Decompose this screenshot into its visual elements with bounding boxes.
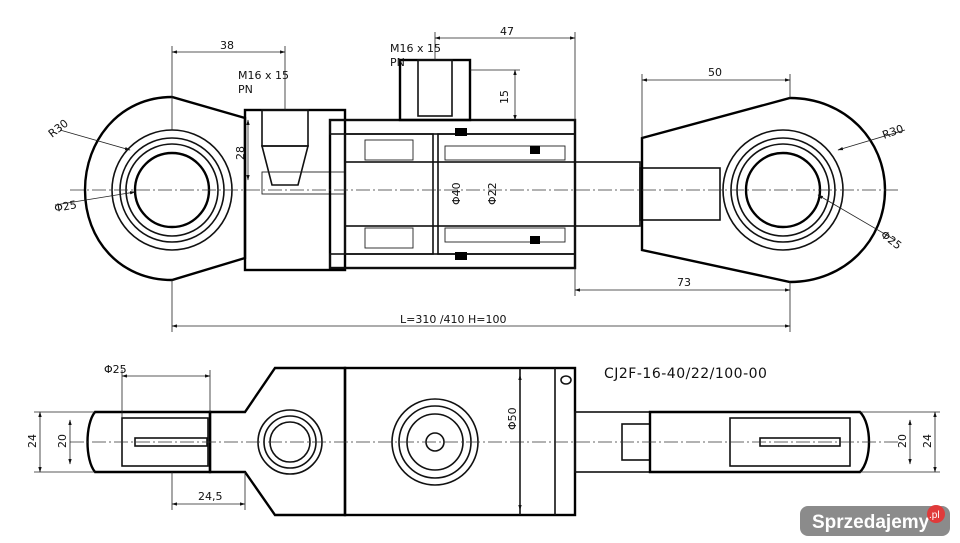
top-port-boss xyxy=(398,58,472,122)
watermark-brand: Sprzedajemy xyxy=(812,512,930,533)
watermark-suffix: .pl xyxy=(929,510,940,521)
piston xyxy=(344,133,434,255)
right-eye-diameter-label: Φ25 xyxy=(878,228,904,252)
dim-47-label: 47 xyxy=(500,25,514,38)
bottom-plan-view: Φ25 Φ50 24 20 20 24 24,5 CJ2F-16-40/22/1… xyxy=(26,363,940,517)
right-radius-label: R30 xyxy=(881,122,906,142)
top-port-thread-label: M16 x 15 xyxy=(390,42,441,55)
bottom-barrel xyxy=(343,366,577,517)
right-width-24-label: 24 xyxy=(921,434,934,448)
left-radius-label: R30 xyxy=(46,117,71,141)
rod-diameter-label: Φ22 xyxy=(486,182,499,205)
bottom-eye-diameter-label: Φ25 xyxy=(104,363,127,376)
gland xyxy=(437,133,576,255)
right-width-20-label: 20 xyxy=(896,434,909,448)
dim-15-label: 15 xyxy=(498,90,511,104)
watermark: Sprzedajemy .pl xyxy=(800,505,950,536)
bottom-rear-cap xyxy=(208,366,347,517)
left-eye-diameter-label: Φ25 xyxy=(53,198,78,215)
top-section-view: 38 47 50 73 15 28 M16 x 15 PN M16 x 15 P… xyxy=(46,25,906,332)
dim-24-5-label: 24,5 xyxy=(198,490,223,503)
dim-38-label: 38 xyxy=(220,39,234,52)
overall-length-label: L=310 /410 H=100 xyxy=(400,313,507,326)
dim-28-label: 28 xyxy=(234,146,247,160)
dim-73-label: 73 xyxy=(677,276,691,289)
left-width-24-label: 24 xyxy=(26,434,39,448)
piston-diameter-label: Φ40 xyxy=(450,182,463,205)
barrel-diameter-label: Φ50 xyxy=(506,407,519,430)
left-port-thread-label: M16 x 15 xyxy=(238,69,289,82)
left-width-20-label: 20 xyxy=(56,434,69,448)
part-code-label: CJ2F-16-40/22/100-00 xyxy=(604,366,767,382)
top-port-pn-label: PN xyxy=(390,56,405,69)
left-eye-body xyxy=(83,95,247,282)
dim-50-label: 50 xyxy=(708,66,722,79)
watermark-badge-icon xyxy=(927,505,945,523)
left-port-pn-label: PN xyxy=(238,83,253,96)
